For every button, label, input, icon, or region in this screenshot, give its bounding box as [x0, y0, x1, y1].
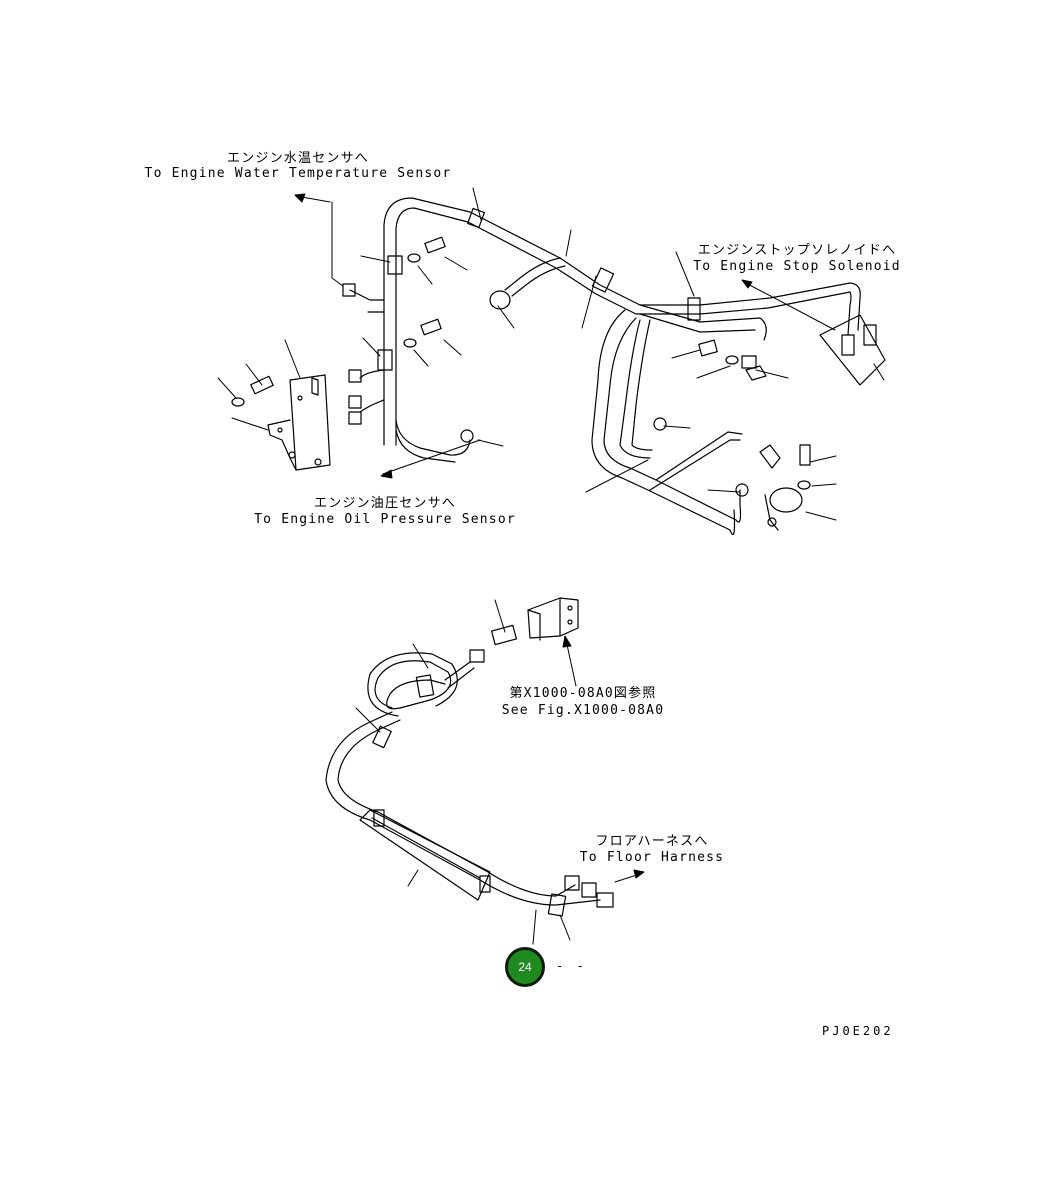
label-see-fig-jp: 第X1000-08A0図参照 — [509, 686, 657, 701]
label-stop-solenoid-jp: エンジンストップソレノイドへ — [697, 243, 897, 258]
label-see-fig-en: See Fig.X1000-08A0 — [501, 703, 665, 718]
label-oil-pressure-en: To Engine Oil Pressure Sensor — [254, 512, 516, 527]
label-floor-harness-jp: フロアハーネスへ — [595, 834, 709, 849]
label-water-temp-jp: エンジン水温センサへ — [226, 151, 370, 166]
label-floor-harness-en: To Floor Harness — [579, 850, 725, 865]
drawing-code: PJ0E202 — [822, 1024, 894, 1038]
part-callout-24[interactable]: 24 — [505, 947, 545, 987]
leader-lines-upper — [217, 187, 885, 521]
label-water-temp-en: To Engine Water Temperature Sensor — [144, 166, 452, 181]
label-stop-solenoid-en: To Engine Stop Solenoid — [693, 259, 901, 274]
label-oil-pressure-jp: エンジン油圧センサへ — [313, 496, 457, 511]
callout-suffix: - - — [556, 959, 587, 973]
upper-harness-assembly — [231, 197, 886, 535]
leader-lines-lower — [355, 599, 645, 945]
lower-harness-assembly — [325, 597, 614, 917]
